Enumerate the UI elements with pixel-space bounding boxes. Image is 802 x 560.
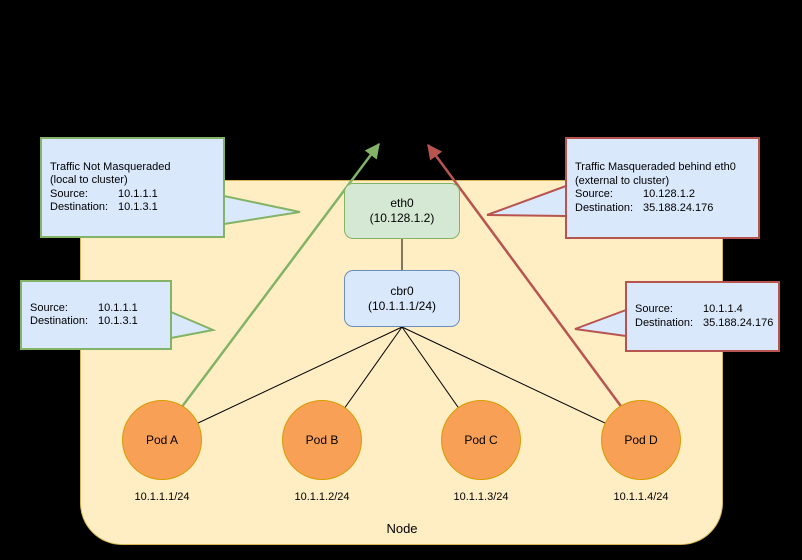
cbr0-ip: (10.1.1.1/24) [367, 298, 437, 313]
destination-value: 35.188.24.176 [703, 316, 774, 329]
destination-value: 10.1.3.1 [98, 315, 138, 327]
destination-label: Destination: [575, 201, 634, 214]
source-value: 10.1.1.1 [118, 187, 158, 200]
destination-label: Destination: [635, 316, 694, 329]
source-value: 10.1.1.1 [98, 301, 138, 314]
callout-source-row: Source: 10.128.1.2 [575, 188, 750, 202]
callout-subtitle: (external to cluster) [575, 174, 670, 187]
callout-title: Traffic Not Masqueraded [50, 160, 171, 173]
pod-a-label: Pod A [145, 433, 179, 447]
pod-b-cidr: 10.1.1.2/24 [294, 491, 350, 503]
callout-subtitle: (local to cluster) [50, 174, 128, 186]
source-value: 10.128.1.2 [643, 188, 695, 200]
pod-b-circle: Pod B [282, 400, 362, 480]
pod-c-cidr: 10.1.1.3/24 [453, 491, 509, 503]
callout-destination-row: Destination: 35.188.24.176 [575, 202, 750, 216]
right-packet-callout: Source: 10.1.1.4 Destination: 35.188.24.… [625, 281, 780, 352]
callout-source-row: Source: 10.1.1.4 [635, 303, 770, 317]
source-label: Source: [575, 188, 613, 200]
destination-value: 10.1.3.1 [118, 201, 158, 213]
eth0-ip: (10.128.1.2) [369, 211, 435, 225]
pod-b-label: Pod B [305, 433, 339, 447]
not-masqueraded-callout: Traffic Not Masqueraded (local to cluste… [40, 137, 225, 238]
callout-source-row: Source: 10.1.1.1 [50, 188, 215, 202]
pod-d-label: Pod D [624, 433, 658, 447]
pod-a-cidr: 10.1.1.1/24 [134, 491, 190, 503]
pod-d-cidr: 10.1.1.4/24 [613, 491, 669, 503]
destination-label: Destination: [50, 201, 109, 213]
callout-title: Traffic Masqueraded behind eth0 [575, 161, 736, 173]
pod-c-label: Pod C [464, 433, 498, 447]
source-label: Source: [50, 187, 88, 200]
eth0-box: eth0 (10.128.1.2) [344, 183, 460, 239]
node-label: Node [386, 521, 418, 536]
callout-source-row: Source: 10.1.1.1 [30, 302, 162, 316]
callout-destination-row: Destination: 10.1.3.1 [30, 315, 162, 329]
cbr0-name: cbr0 [390, 283, 414, 298]
source-label: Source: [635, 303, 673, 315]
masqueraded-callout: Traffic Masqueraded behind eth0 (externa… [565, 137, 760, 239]
callout-destination-row: Destination: 35.188.24.176 [635, 316, 774, 331]
pod-a-circle: Pod A [122, 400, 202, 480]
destination-label: Destination: [30, 315, 89, 327]
destination-value: 35.188.24.176 [643, 201, 714, 214]
left-packet-callout: Source: 10.1.1.1 Destination: 10.1.3.1 [20, 280, 172, 350]
pod-c-circle: Pod C [441, 400, 521, 480]
source-label: Source: [30, 301, 68, 314]
cbr0-box: cbr0 (10.1.1.1/24) [344, 270, 460, 327]
pod-d-circle: Pod D [601, 400, 681, 480]
callout-destination-row: Destination: 10.1.3.1 [50, 201, 215, 215]
source-value: 10.1.1.4 [703, 303, 743, 315]
eth0-name: eth0 [390, 196, 414, 210]
